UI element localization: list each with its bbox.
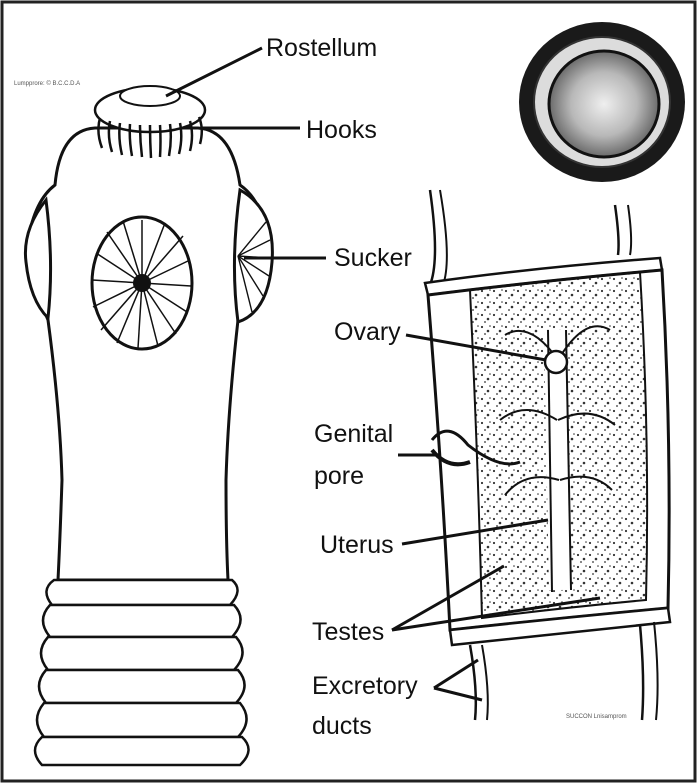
excretory-leader-1	[434, 660, 478, 688]
label-rostellum: Rostellum	[266, 34, 377, 62]
proglottid-drawing	[425, 190, 670, 720]
label-hooks: Hooks	[306, 116, 377, 144]
scolex-drawing	[25, 86, 272, 765]
label-testes: Testes	[312, 618, 384, 646]
rostellum-leader	[166, 48, 262, 96]
top-left-credit: Lumpprore: © B.C.C.D.A	[14, 80, 80, 87]
label-excretory-line1: Excretory	[312, 672, 418, 700]
neck-segments	[35, 580, 249, 765]
egg-embryo	[549, 51, 659, 157]
bottom-right-credit: SUCCON Lnisamprom	[566, 714, 627, 720]
rostellum-tip	[120, 86, 180, 106]
label-sucker: Sucker	[334, 244, 412, 272]
label-uterus: Uterus	[320, 531, 394, 559]
ovary-node	[545, 351, 567, 373]
scolex-body	[28, 128, 268, 580]
egg-drawing	[519, 22, 685, 182]
sucker-front-center	[133, 274, 151, 292]
label-genital-line1: Genital	[314, 420, 393, 448]
label-excretory-line2: ducts	[312, 712, 372, 740]
label-ovary: Ovary	[334, 318, 401, 346]
sucker-left	[25, 200, 50, 318]
label-genital-line2: pore	[314, 462, 364, 490]
